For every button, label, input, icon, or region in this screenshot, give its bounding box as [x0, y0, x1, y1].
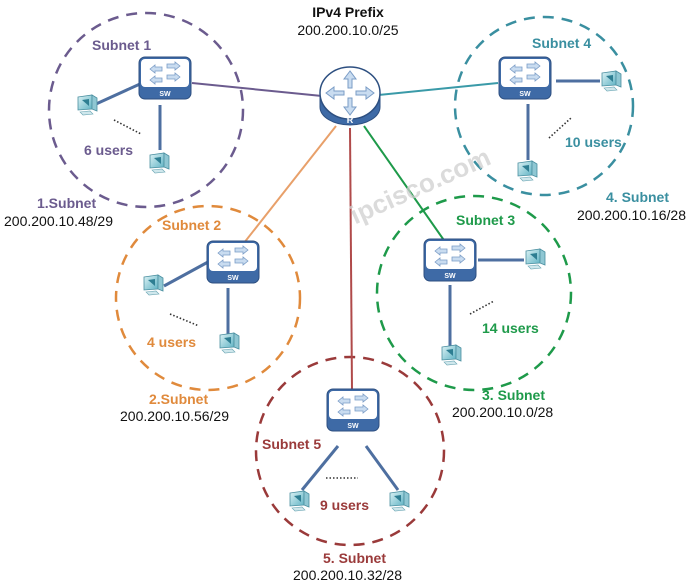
subnet-3-boundary [375, 194, 573, 392]
subnet-1-boundary [47, 11, 245, 209]
subnet-2-boundary [114, 204, 302, 392]
switch-icon[interactable]: SW [138, 56, 192, 100]
svg-text:SW: SW [519, 91, 531, 98]
subnet-3-users: 14 users [482, 320, 539, 336]
svg-text:SW: SW [227, 275, 239, 282]
svg-text:SW: SW [444, 273, 456, 280]
subnet-4-boundary [453, 15, 635, 197]
subnet-4-users: 10 users [565, 134, 622, 150]
link-s2-pc-a [163, 260, 209, 288]
link-s5-pc-a [300, 445, 340, 491]
subnet-2-name: Subnet 2 [162, 217, 222, 233]
subnet-1-caption: 1.Subnet [37, 195, 97, 211]
link-s5-pc-b [364, 445, 400, 491]
subnet-4-address: 200.200.10.16/28 [577, 207, 686, 223]
subnet-3-caption: 3. Subnet [482, 387, 546, 403]
subnet-5-address: 200.200.10.32/28 [293, 567, 402, 583]
subnet-1-users: 6 users [84, 142, 134, 158]
ellipsis-s3 [469, 300, 495, 315]
router-icon[interactable]: R [319, 66, 381, 126]
subnet-2-address: 200.200.10.56/29 [120, 408, 229, 424]
svg-text:SW: SW [159, 91, 171, 98]
subnet-5-users: 9 users [320, 497, 370, 513]
subnet-3-address: 200.200.10.0/28 [452, 404, 554, 420]
switch-icon[interactable]: SW [498, 56, 552, 100]
workstation-icon[interactable] [146, 150, 172, 176]
prefix-value: 200.200.10.0/25 [297, 22, 399, 38]
ellipsis-s4 [548, 117, 572, 139]
workstation-icon[interactable] [216, 330, 242, 356]
router-label: R [347, 115, 354, 125]
workstation-icon[interactable] [514, 158, 540, 184]
subnet-2-caption: 2.Subnet [149, 391, 209, 407]
access-links [95, 79, 600, 491]
switch-icon[interactable]: SW [206, 240, 260, 284]
link-router-subnet-3 [363, 125, 449, 247]
workstation-icon[interactable] [286, 488, 312, 514]
link-router-subnet-1 [191, 82, 323, 97]
subnet-1-name: Subnet 1 [92, 37, 152, 53]
link-s1-pc-a [95, 82, 141, 106]
subnet-5-caption: 5. Subnet [323, 550, 387, 566]
workstation-icon[interactable] [522, 246, 548, 272]
link-router-subnet-2 [239, 125, 337, 249]
ellipsis-s1 [113, 119, 142, 135]
workstation-icon[interactable] [74, 92, 100, 118]
workstation-icon[interactable] [386, 488, 412, 514]
subnet-2-users: 4 users [147, 334, 197, 350]
switch-icon[interactable]: SW [326, 388, 380, 432]
svg-text:SW: SW [347, 423, 359, 430]
link-router-subnet-4 [377, 82, 499, 96]
subnet-1-address: 200.200.10.48/29 [4, 213, 113, 229]
ellipsis-lines [113, 117, 572, 479]
workstation-icon[interactable] [438, 342, 464, 368]
subnet-4-name: Subnet 4 [532, 35, 592, 51]
subnet-4-caption: 4. Subnet [606, 189, 670, 205]
prefix-heading: IPv4 Prefix [312, 4, 384, 20]
ellipsis-s2 [169, 313, 200, 327]
subnet-5-boundary [254, 355, 446, 547]
subnet-3-name: Subnet 3 [456, 212, 516, 228]
subnet-5-name: Subnet 5 [262, 436, 322, 452]
link-router-subnet-5 [349, 127, 353, 393]
workstation-icon[interactable] [140, 272, 166, 298]
workstation-icon[interactable] [598, 68, 624, 94]
switch-icon[interactable]: SW [423, 238, 477, 282]
